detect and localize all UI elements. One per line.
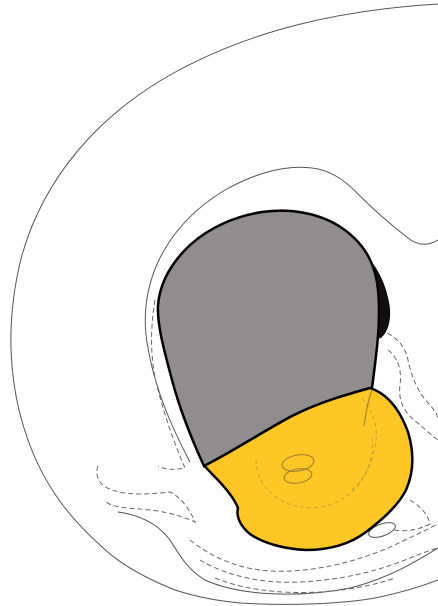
left-lower-dashed-loop	[97, 466, 195, 522]
right-lower-dashed-loop	[394, 500, 430, 531]
